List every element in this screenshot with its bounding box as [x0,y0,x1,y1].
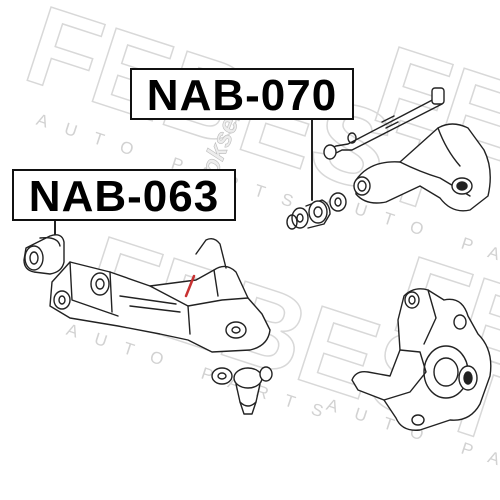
site-watermark-accent [184,274,196,298]
bushing-set-part-1 [286,192,347,230]
bushing-part-2 [23,234,65,275]
lower-control-arm [49,237,271,353]
link-rod [323,87,445,160]
ball-joint [211,366,273,415]
part-label-nab-070: NAB-070 [130,68,354,120]
part-label-nab-063: NAB-063 [12,169,236,221]
steering-knuckle [351,288,492,431]
upper-control-arm [353,123,491,212]
